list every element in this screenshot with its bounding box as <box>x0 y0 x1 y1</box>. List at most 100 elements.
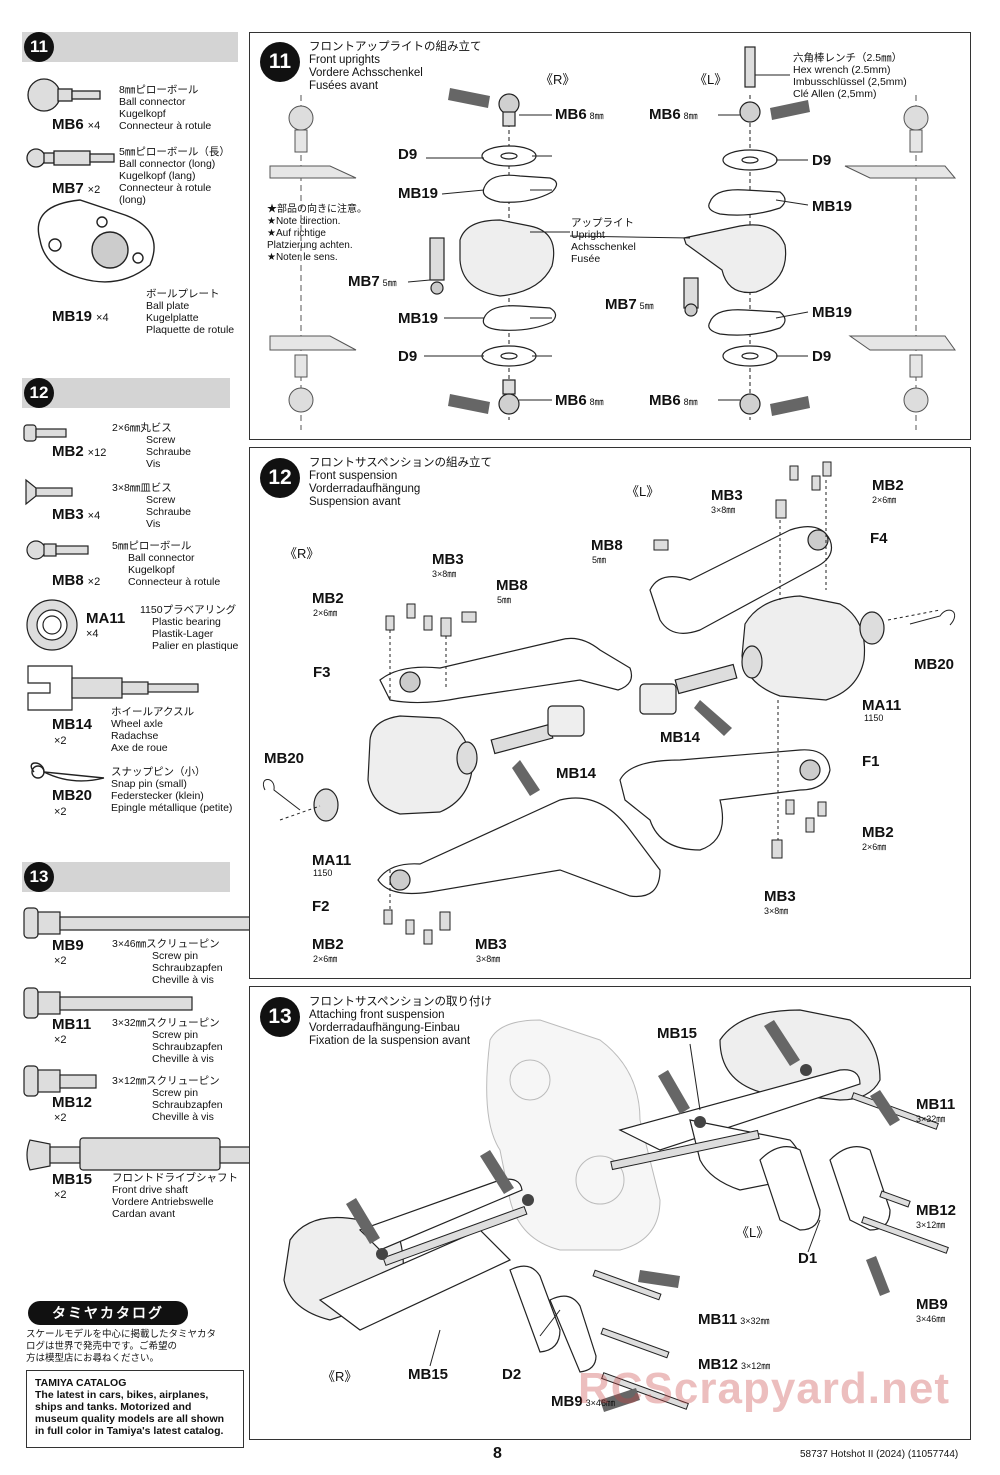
part-code-mb11: MB11 <box>52 1016 92 1033</box>
catalog-jp-text: スケールモデルを中心に掲載したタミヤカタログは世界で発売中です。ご希望の方は模型… <box>26 1329 217 1364</box>
panel-12-side-l: 《L》 <box>626 484 660 499</box>
label-d9-r-bottom: D9 <box>398 348 418 365</box>
label-d9-l-top: D9 <box>812 152 832 169</box>
catalog-body-line: museum quality models are all shown <box>35 1413 225 1425</box>
panel-13-badge: 13 <box>260 997 300 1037</box>
label-mb9-l-size: 3×46㎜ <box>916 1314 946 1324</box>
catalog-body-line: The latest in cars, bikes, airplanes, <box>35 1389 209 1401</box>
mb12-part-icon <box>23 1065 97 1097</box>
step-12-badge: 12 <box>24 378 54 408</box>
step-13-header-bar <box>22 862 230 892</box>
label-mb2-l-bottom-size: 2×6㎜ <box>862 842 887 852</box>
label-mb9-l: MB9 <box>916 1296 948 1313</box>
panel-11-side-l: 《L》 <box>694 72 728 87</box>
label-mb19-l-bottom: MB19 <box>812 304 853 321</box>
catalog-heading: TAMIYA CATALOG <box>35 1377 127 1389</box>
label-f4: F4 <box>870 530 888 547</box>
label-mb3-r-top-size: 3×8㎜ <box>432 569 457 579</box>
label-mb14-r: MB14 <box>556 765 597 782</box>
part-qty-mb11: ×2 <box>54 1034 67 1046</box>
step-12-header-bar <box>22 378 230 408</box>
label-mb11-l: MB11 <box>916 1096 956 1113</box>
label-mb2-r-bottom: MB2 <box>312 936 344 953</box>
label-mb12-l-size: 3×12㎜ <box>916 1220 946 1230</box>
part-qty-mb15: ×2 <box>54 1189 67 1201</box>
part-code-mb2: MB2×12 <box>52 443 107 460</box>
part-qty-mb20: ×2 <box>54 806 67 818</box>
label-ma11-l-size: 1150 <box>864 713 884 723</box>
label-mb8-l: MB8 <box>591 537 623 554</box>
part-qty-ma11: ×4 <box>86 628 99 640</box>
label-mb2-r-top: MB2 <box>312 590 344 607</box>
label-mb3-l-top: MB3 <box>711 487 743 504</box>
mb19-part-icon <box>37 199 155 283</box>
step-11-header-bar <box>22 32 238 62</box>
label-mb19-r-top: MB19 <box>398 185 439 202</box>
label-mb19-l-top: MB19 <box>812 198 853 215</box>
mb6-part-icon <box>27 78 101 112</box>
part-code-mb15: MB15 <box>52 1171 93 1188</box>
label-mb3-r-top: MB3 <box>432 551 464 568</box>
step-13-badge: 13 <box>24 862 54 892</box>
label-ma11-r-size: 1150 <box>313 868 333 878</box>
catalog-body-line: in full color in Tamiya's latest catalog… <box>35 1425 224 1437</box>
label-ma11-l: MA11 <box>862 697 902 714</box>
label-d2: D2 <box>502 1366 522 1383</box>
label-mb3-r-bottom: MB3 <box>475 936 507 953</box>
part-desc-mb7: 5㎜ピローボール（長）Ball connector (long)Kugelkop… <box>119 146 230 206</box>
label-d9-r-top: D9 <box>398 146 418 163</box>
part-qty-mb9: ×2 <box>54 955 67 967</box>
part-code-mb12: MB12 <box>52 1094 93 1111</box>
part-code-mb9: MB9 <box>52 937 84 954</box>
mb11-part-icon <box>23 987 193 1019</box>
label-f2: F2 <box>312 898 330 915</box>
label-mb2-r-bottom-size: 2×6㎜ <box>313 954 338 964</box>
part-code-mb19: MB19×4 <box>52 308 109 325</box>
label-mb2-l-top: MB2 <box>872 477 904 494</box>
label-f3: F3 <box>313 664 331 681</box>
ma11-part-icon <box>26 599 78 651</box>
part-code-mb6: MB6×4 <box>52 116 101 133</box>
mb20-part-icon <box>30 762 105 782</box>
part-code-mb8: MB8×2 <box>52 572 101 589</box>
panel-11-side-r: 《R》 <box>540 72 576 87</box>
catalog-body-line: ships and tanks. Motorized and <box>35 1401 192 1413</box>
label-ma11-r: MA11 <box>312 852 352 869</box>
panel-11-badge: 11 <box>260 42 300 82</box>
mb3-part-icon <box>25 478 73 506</box>
page-footer: 58737 Hotshot II (2024) (11057744) <box>800 1449 959 1460</box>
panel-12-badge: 12 <box>260 458 300 498</box>
label-mb8-l-size: 5㎜ <box>592 555 607 565</box>
mb7-part-icon <box>26 148 115 168</box>
label-mb20-r: MB20 <box>264 750 305 767</box>
label-mb2-l-top-size: 2×6㎜ <box>872 495 897 505</box>
catalog-pill: タミヤカタログ <box>28 1301 188 1325</box>
page-number: 8 <box>493 1445 502 1462</box>
label-mb3-r-bottom-size: 3×8㎜ <box>476 954 501 964</box>
part-qty-mb14: ×2 <box>54 735 67 747</box>
part-code-mb14: MB14 <box>52 716 93 733</box>
part-code-mb7: MB7×2 <box>52 180 101 197</box>
mb14-part-icon <box>27 665 199 711</box>
part-code-mb20: MB20 <box>52 787 93 804</box>
label-mb8-r: MB8 <box>496 577 528 594</box>
